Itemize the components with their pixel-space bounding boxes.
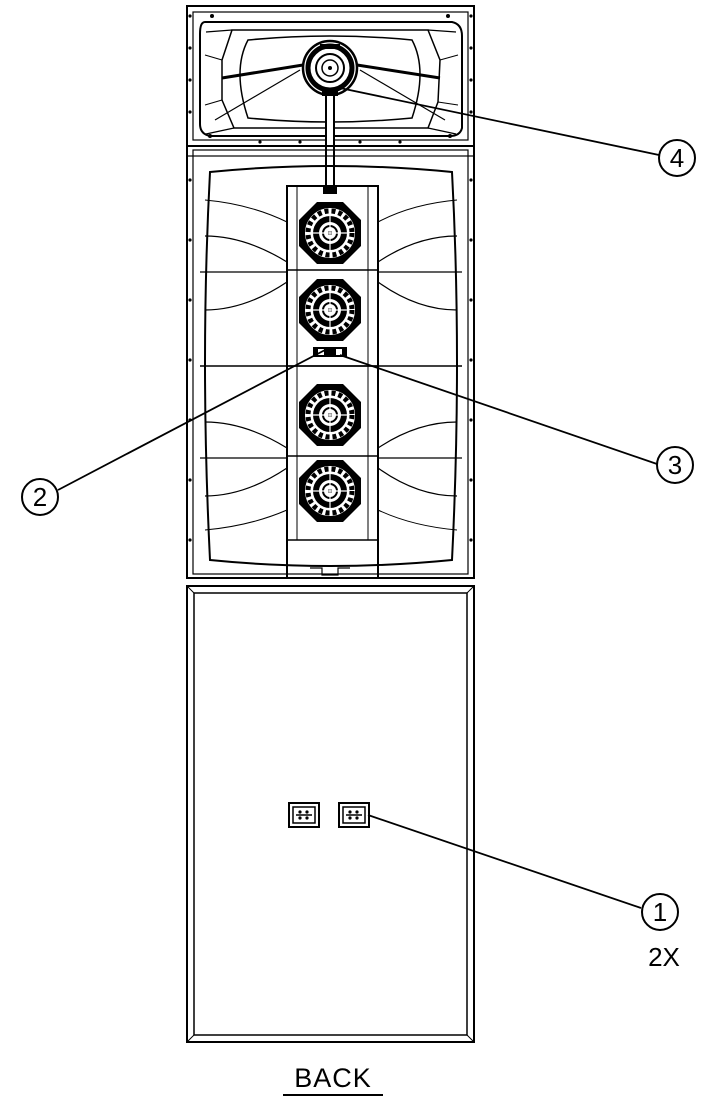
cable [323, 94, 337, 194]
callout-2-number: 2 [33, 482, 47, 512]
woofer-driver [299, 202, 361, 264]
leader-lines [57, 87, 660, 909]
callout-2: 2 [21, 478, 59, 516]
callout-1: 1 2X [641, 893, 680, 972]
input-connector [288, 802, 320, 828]
woofer-driver [299, 279, 361, 341]
callout-1-quantity-note: 2X [648, 942, 680, 972]
input-connector [338, 802, 370, 828]
lower-cabinet [186, 585, 475, 1043]
view-title: BACK [283, 1063, 383, 1096]
callout-4: 4 [658, 139, 696, 177]
compression-driver [301, 39, 359, 97]
woofer-cabinet [186, 145, 475, 579]
callout-3-number: 3 [668, 450, 682, 480]
woofer-driver [299, 460, 361, 522]
woofer-driver [299, 384, 361, 446]
callout-3: 3 [656, 446, 694, 484]
view-title-text: BACK [294, 1063, 372, 1093]
callout-1-number: 1 [653, 897, 667, 927]
callout-4-number: 4 [670, 143, 684, 173]
